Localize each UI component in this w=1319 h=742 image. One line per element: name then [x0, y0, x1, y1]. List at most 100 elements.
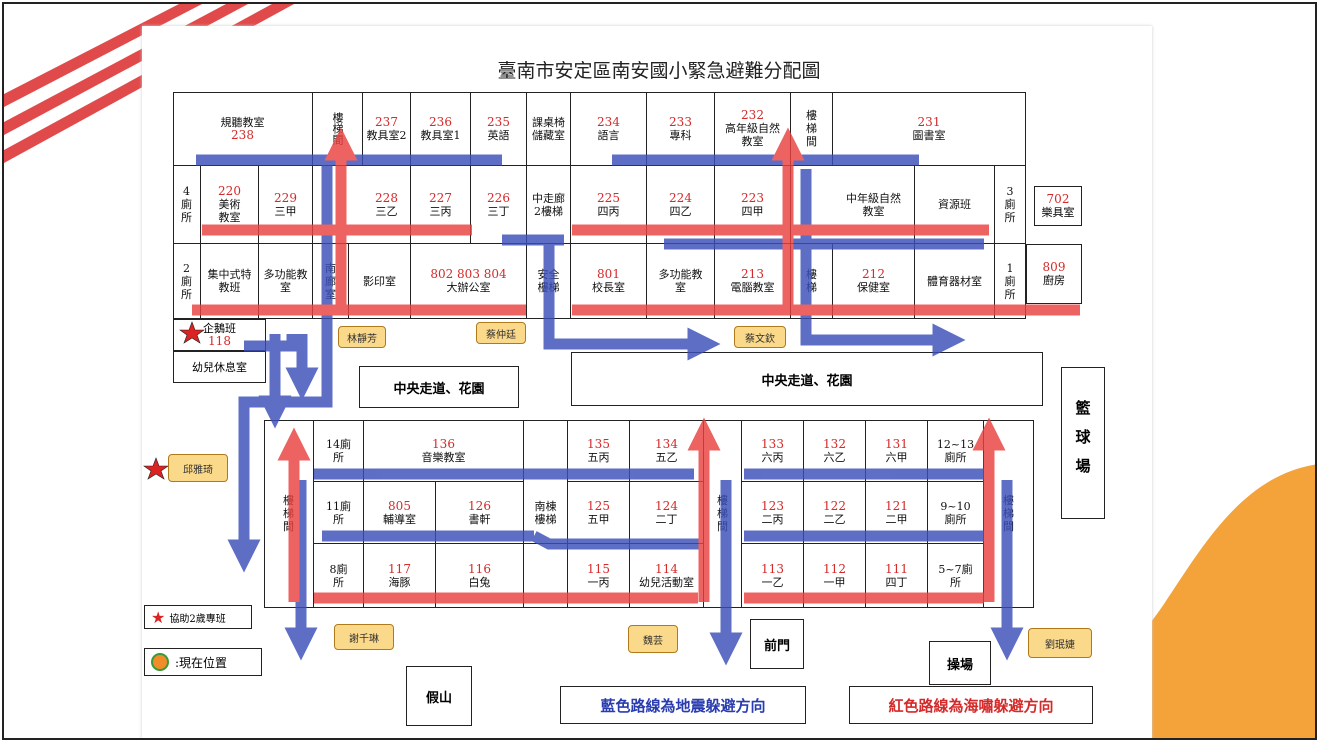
- room-number: 112: [823, 561, 846, 576]
- room-111: 111 四丁: [866, 544, 928, 608]
- blue-route-lower: [284, 468, 1024, 666]
- room-name: 11廁所: [326, 499, 351, 526]
- teacher-tag: 蔡仲廷: [476, 322, 526, 344]
- evacuation-routes: [143, 127, 1080, 666]
- orange-blob-decoration: [974, 464, 1315, 738]
- room-number: 809: [1042, 260, 1066, 274]
- room-number: 126: [468, 498, 491, 513]
- room-225: 225 四丙: [571, 166, 647, 244]
- room-name: 音樂教室: [421, 450, 466, 464]
- room-number: 116: [468, 561, 491, 576]
- restroom-3: 3廁所: [995, 166, 1026, 244]
- room-212: 212 保健室: [833, 244, 915, 319]
- central-corridor-right: 中央走道、花園: [571, 352, 1043, 406]
- room-number: 121: [885, 498, 908, 513]
- room-number: 111: [885, 561, 908, 576]
- room-702: 702 樂具室: [1034, 186, 1082, 226]
- front-gate-label: 前門: [750, 619, 804, 669]
- room-number: 801: [597, 267, 620, 281]
- room-name: 14廁所: [326, 437, 351, 464]
- room-name: 教具室1: [420, 128, 461, 142]
- blue-route-upper: [196, 154, 984, 573]
- room-116: 116 白兔: [436, 544, 524, 608]
- pe-storage: 體育器材室: [915, 244, 995, 319]
- room-number: 114: [655, 561, 678, 576]
- room-name: 9~10廁所: [940, 499, 971, 526]
- room-name: 六乙: [823, 450, 846, 464]
- restroom-14: 14廁所: [314, 420, 364, 482]
- legend-star-label: 協助2歲專班: [169, 613, 226, 625]
- room-number: 134: [655, 436, 678, 451]
- room-name: 三丙: [429, 204, 452, 218]
- room-number: 805: [388, 498, 411, 513]
- room-name: 保健室: [857, 281, 890, 294]
- room-number: 226: [487, 190, 510, 205]
- room-name: 電腦教室: [730, 281, 775, 294]
- room-number: 802 803 804: [430, 267, 507, 281]
- room-number: 229: [274, 190, 297, 205]
- room-name: 中年級自然教室: [846, 191, 901, 218]
- room-number: 228: [375, 190, 398, 205]
- desk-storage: 課桌椅儲藏室: [527, 92, 571, 166]
- teacher-tag: 邱雅琦: [168, 454, 228, 482]
- room-220: 220 美術教室: [201, 166, 259, 244]
- red-route-upper: [192, 127, 1080, 316]
- room-805: 805 輔導室: [364, 482, 436, 544]
- room-114: 114 幼兒活動室: [630, 544, 704, 608]
- room-name: 幼兒活動室: [639, 575, 694, 589]
- room-name: 二丙: [761, 512, 784, 526]
- room-name: 圖書室: [912, 128, 946, 142]
- room-number: 225: [597, 190, 620, 205]
- room-number: 227: [429, 190, 452, 205]
- room-name: 三丁: [487, 204, 510, 218]
- multipurpose-room: 多功能教室: [259, 244, 313, 319]
- room-801: 801 校長室: [571, 244, 647, 319]
- room-234: 234 語言: [571, 92, 647, 166]
- room-name: 英語: [487, 128, 510, 142]
- room-name: 企鵝班: [203, 322, 236, 335]
- legend-blue-route: 藍色路線為地震躲避方向: [560, 686, 806, 724]
- room-126: 126 書軒: [436, 482, 524, 544]
- room-number: 136: [432, 436, 455, 451]
- room-number: 115: [587, 561, 610, 576]
- restroom-11: 11廁所: [314, 482, 364, 544]
- room-name: 中走廊2樓梯: [532, 191, 565, 218]
- room-number: 702: [1046, 192, 1070, 206]
- room-number: 118: [208, 334, 231, 348]
- room-number: 234: [597, 114, 620, 129]
- room-809: 809 廚房: [1026, 244, 1082, 304]
- room-228: 228 三乙: [363, 166, 411, 244]
- room-name: 四丙: [597, 204, 620, 218]
- teacher-tag: 魏芸: [628, 625, 678, 653]
- room-115: 115 一丙: [568, 544, 630, 608]
- room-number: 123: [761, 498, 784, 513]
- restroom-8: 8廁所: [314, 544, 364, 608]
- room-name: 四乙: [669, 204, 692, 218]
- room-name: 12~13廁所: [936, 437, 975, 464]
- room-number: 223: [741, 190, 764, 205]
- teacher-tag: 劉珉婕: [1028, 628, 1092, 658]
- room-132: 132 六乙: [804, 420, 866, 482]
- room-name: 二甲: [885, 512, 908, 526]
- playground-label: 操場: [929, 641, 991, 685]
- room-number: 213: [741, 267, 764, 281]
- central-corridor-left: 中央走道、花園: [359, 366, 519, 408]
- room-226: 226 三丁: [471, 166, 527, 244]
- room-number: 233: [669, 114, 692, 129]
- room-name: 南棟樓梯: [534, 499, 557, 526]
- restroom-1: 1廁所: [995, 244, 1026, 319]
- room-name: 3廁所: [1004, 185, 1016, 224]
- legend-red-route: 紅色路線為海嘯躲避方向: [849, 686, 1093, 724]
- star-icon: [179, 321, 205, 344]
- room-name: 三甲: [274, 204, 297, 218]
- room-134: 134 五乙: [630, 420, 704, 482]
- room-133: 133 六丙: [742, 420, 804, 482]
- legend-current: :現在位置: [144, 648, 262, 676]
- restroom-4: 4廁所: [173, 166, 201, 244]
- toddler-rest-room: 幼兒休息室: [173, 351, 266, 383]
- room-name: 教具室2: [366, 128, 407, 142]
- star-icon: ★: [151, 607, 166, 627]
- room-112: 112 一甲: [804, 544, 866, 608]
- room-name: 白兔: [468, 575, 491, 589]
